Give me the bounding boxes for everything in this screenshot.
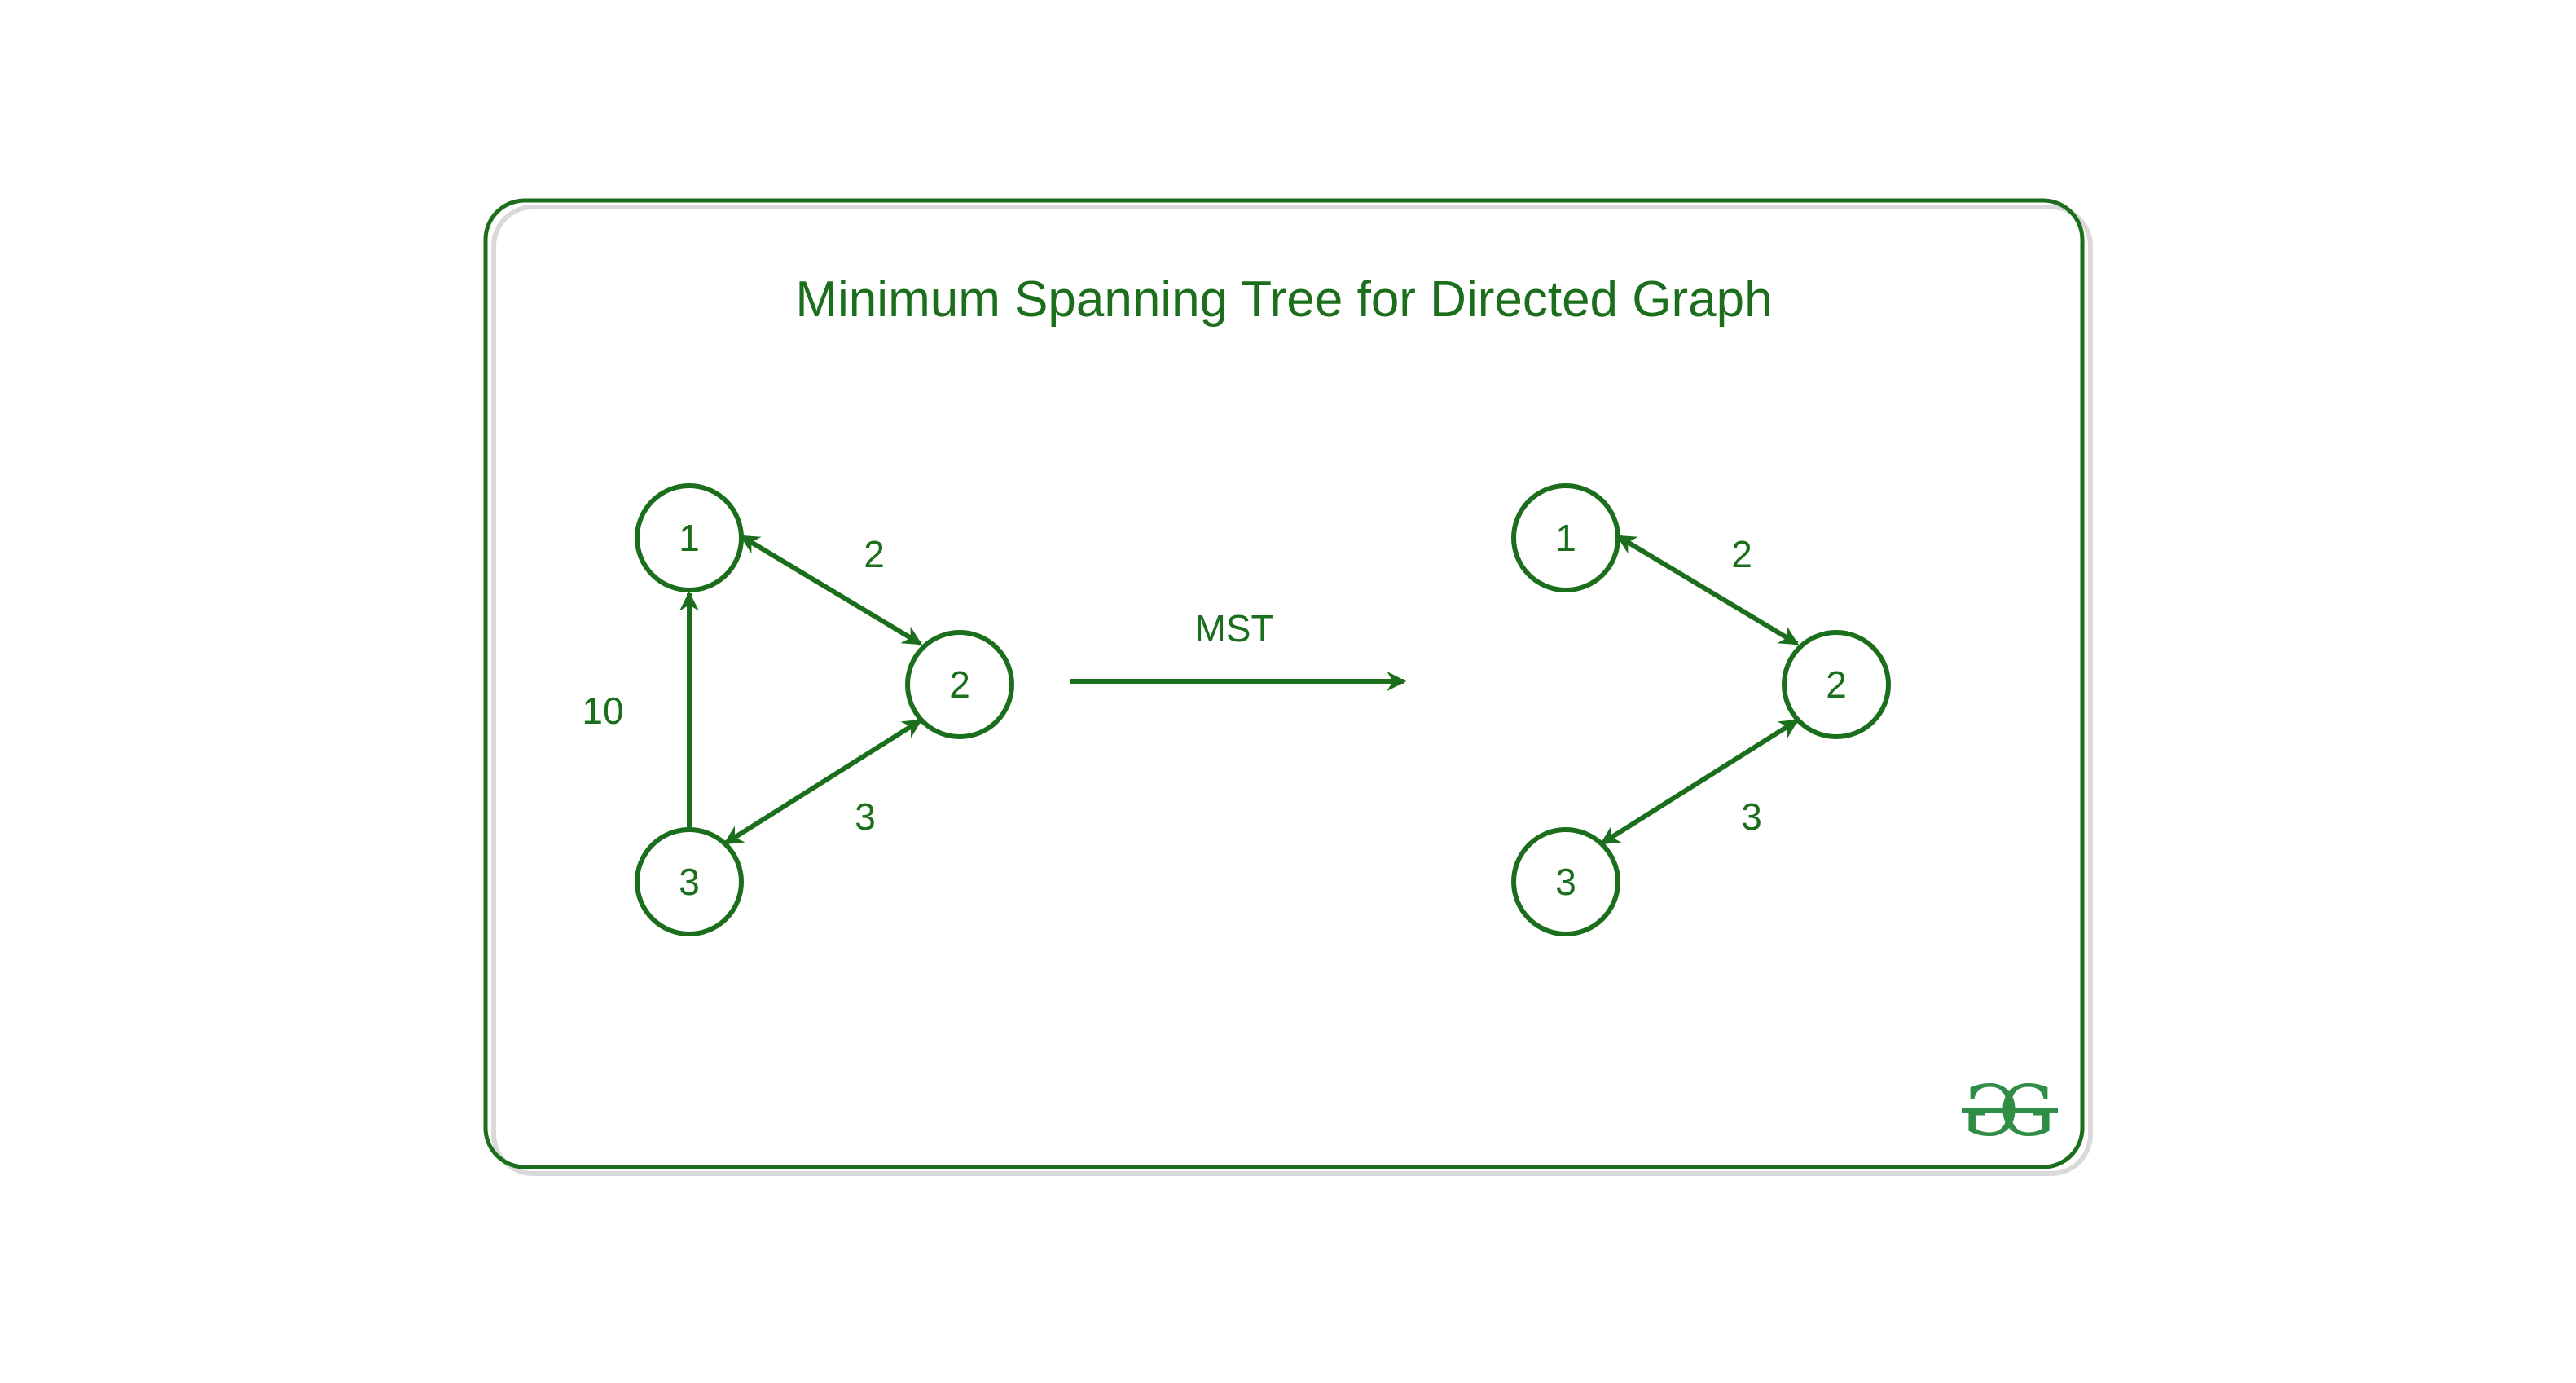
right-graph: 1 2 3 2 3: [1511, 483, 1891, 936]
edge-weight-3-1: 10: [582, 689, 623, 732]
edge-1-2: [1615, 534, 1800, 646]
node-1: 1: [1511, 483, 1620, 592]
edge-weight-2-3: 3: [1741, 795, 1762, 838]
node-label: 1: [1555, 517, 1576, 559]
node-label: 1: [679, 517, 700, 559]
edge-weight-2-3: 3: [855, 795, 876, 838]
frame: [483, 198, 2093, 1176]
mst-arrow: MST: [1070, 607, 1407, 691]
node-2: 2: [1782, 630, 1891, 739]
mst-label: MST: [1194, 607, 1273, 650]
frame-border: [483, 198, 2085, 1169]
node-2: 2: [905, 630, 1014, 739]
node-3: 3: [1511, 827, 1620, 936]
page-title: Minimum Spanning Tree for Directed Graph: [795, 271, 1772, 328]
node-label: 3: [1555, 861, 1576, 903]
edge-weight-1-2: 2: [1731, 533, 1752, 575]
edge-1-2: [739, 534, 923, 646]
frame-shadow: [491, 205, 2093, 1176]
edge-weight-1-2: 2: [864, 533, 885, 575]
edge-2-3: [723, 718, 923, 846]
node-label: 3: [679, 861, 700, 903]
geeksforgeeks-logo: G G: [1962, 1071, 2058, 1152]
node-3: 3: [635, 827, 744, 936]
edge-2-3: [1599, 718, 1800, 846]
node-label: 2: [949, 663, 970, 706]
left-graph: 1 2 3 2 3 10: [582, 483, 1014, 936]
node-label: 2: [1826, 663, 1847, 706]
node-1: 1: [635, 483, 744, 592]
